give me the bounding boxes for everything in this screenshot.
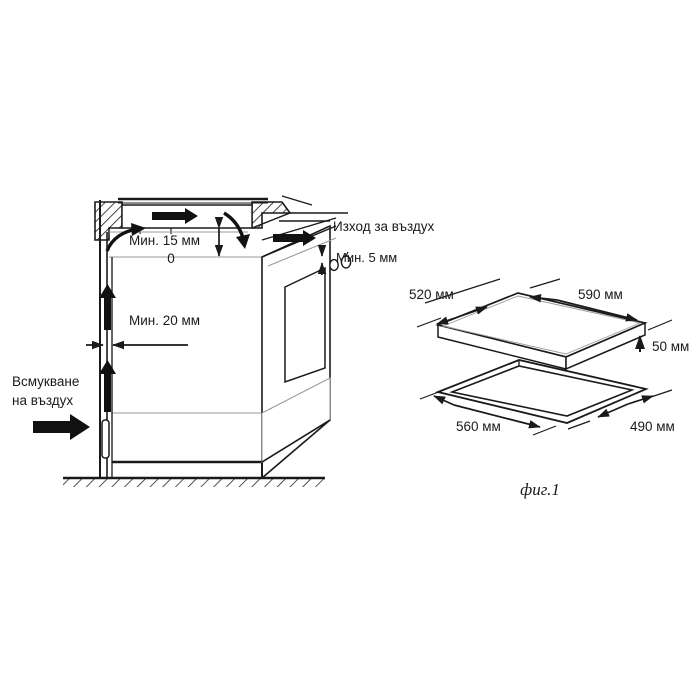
label-hob-depth-520: 520 мм xyxy=(409,287,454,302)
cutout-frame xyxy=(435,359,649,424)
worktop-plate xyxy=(118,197,268,204)
label-air-outlet: Изход за въздух xyxy=(333,219,434,234)
label-cutout-depth-490: 490 мм xyxy=(630,419,675,434)
dim-490 xyxy=(567,389,673,430)
label-min-20: Мин. 20 мм xyxy=(129,313,200,328)
label-min-5: Мин. 5 мм xyxy=(336,250,397,265)
oven-cavity-body xyxy=(111,256,263,478)
hob-dimension-diagram: 520 мм 590 мм 50 мм 560 мм 490 мм xyxy=(409,278,689,436)
control-knobs[interactable] xyxy=(329,251,352,272)
curved-arrow-right xyxy=(223,211,250,249)
label-cutout-width-560: 560 мм xyxy=(456,419,501,434)
air-intake-slot xyxy=(101,419,110,459)
label-hob-thickness-50: 50 мм xyxy=(652,339,689,354)
cabinet-top-left-block xyxy=(94,201,123,241)
label-zero: 0 xyxy=(167,251,175,266)
curved-arrow-left xyxy=(105,223,146,252)
label-air-intake-line2: на въздух xyxy=(12,393,73,408)
dim-560 xyxy=(419,389,557,436)
airflow-arrow-top xyxy=(152,208,198,224)
figure-caption: фиг.1 xyxy=(520,480,560,499)
floor-ground xyxy=(63,476,325,487)
dim-590 xyxy=(529,278,673,331)
air-rise-arrow-lower xyxy=(99,360,116,412)
air-intake-arrow xyxy=(33,414,90,440)
air-rise-arrow-upper xyxy=(99,284,116,330)
oven-side-panel-3d xyxy=(261,224,331,479)
airflow-arrow-front xyxy=(273,230,316,246)
oven-cross-section: Мин. 15 мм 0 Мин. 20 мм Мин. 5 мм Изход … xyxy=(12,195,434,487)
label-hob-width-590: 590 мм xyxy=(578,287,623,302)
hob-slab xyxy=(435,292,648,371)
label-air-intake-line1: Всмукване xyxy=(12,374,79,389)
dim-520 xyxy=(416,278,501,328)
label-min-15: Мин. 15 мм xyxy=(129,233,200,248)
